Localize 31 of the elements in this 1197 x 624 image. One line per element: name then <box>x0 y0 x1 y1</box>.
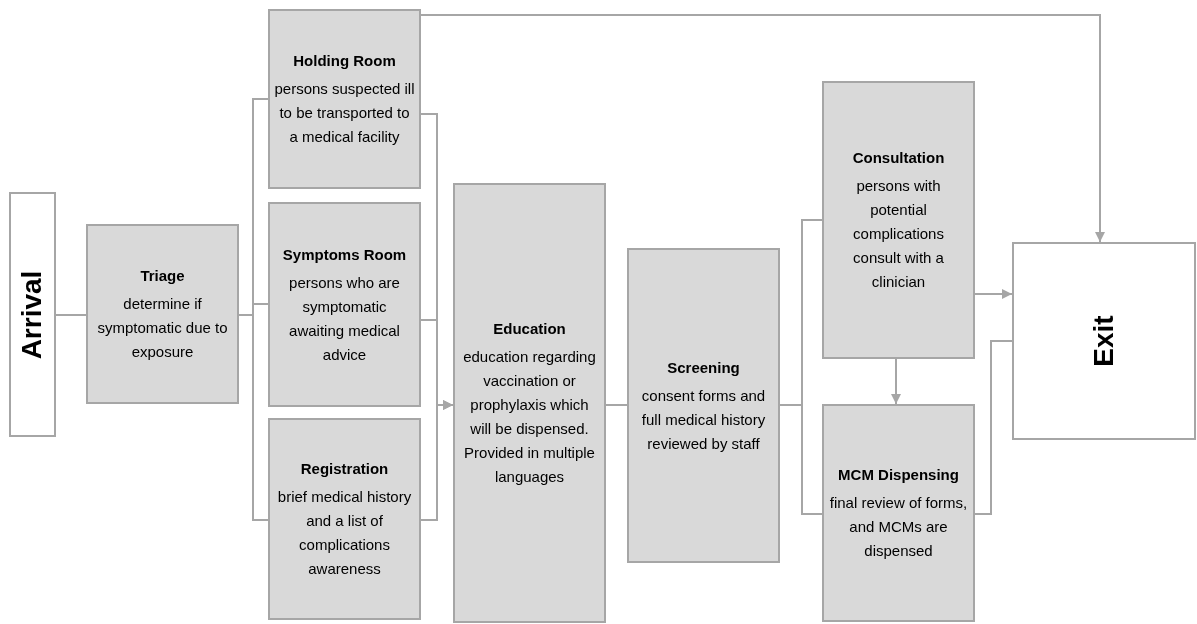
connector-arrow <box>974 289 1013 299</box>
box-title: MCM Dispensing <box>838 465 959 485</box>
box-title: Triage <box>140 266 185 286</box>
connector-arrow <box>891 358 901 405</box>
box-title: Registration <box>300 459 389 479</box>
box-description: persons with potential complications consult with a clinician <box>852 176 945 292</box>
box-title: Symptoms Room <box>282 244 407 265</box>
process-box <box>453 183 606 623</box>
stage-label: Arrival <box>15 270 49 359</box>
box-description: persons suspected ill to be transported to a medical facility <box>274 79 415 147</box>
connector-arrow <box>420 14 1105 243</box>
process-box <box>268 202 421 407</box>
box-title: Education <box>493 319 566 339</box>
process-box <box>822 404 975 622</box>
terminal-box <box>1012 242 1196 440</box>
terminal-box <box>9 192 56 437</box>
box-title: Consultation <box>852 148 945 168</box>
process-box <box>627 248 780 563</box>
box-title: Holding Room <box>293 51 396 71</box>
box-description: education regarding vaccination or prophylaxis which will be dispensed. Provided in multiple languages <box>462 347 597 487</box>
box-description: determine if symptomatic due to exposure <box>96 294 229 362</box>
stage-label: Exit <box>1087 315 1120 367</box>
box-description: brief medical history and a list of complications awareness <box>276 487 413 579</box>
process-box <box>822 81 975 359</box>
process-box <box>268 418 421 620</box>
box-description: consent forms and full medical history reviewed by staff <box>640 385 767 454</box>
box-title: Screening <box>667 357 740 378</box>
box-description: persons who are symptomatic awaiting medical advice <box>288 272 401 365</box>
box-description: final review of forms, and MCMs are dispensed <box>828 493 969 561</box>
process-box <box>86 224 239 404</box>
process-box <box>268 9 421 189</box>
